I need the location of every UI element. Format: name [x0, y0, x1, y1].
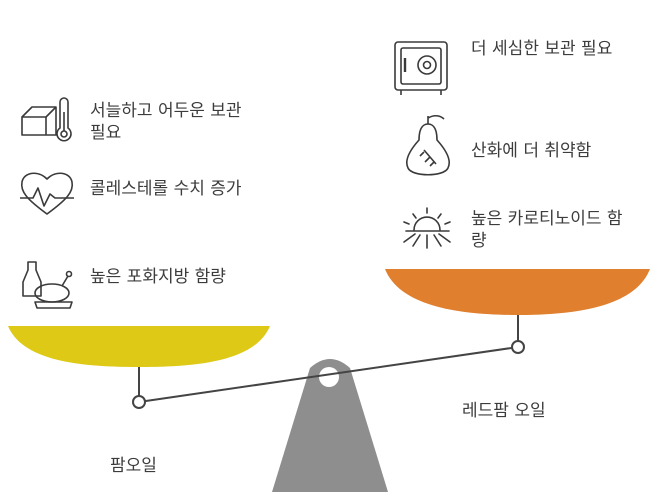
sunrise-icon — [403, 207, 451, 249]
left-item-label-cholesterol: 콜레스테롤 수치 증가 — [90, 179, 242, 199]
right-item-label-carotenoid: 높은 카로티노이드 함량 — [471, 209, 623, 251]
left-item-label-storage: 서늘하고 어두운 보관 필요 — [90, 101, 242, 143]
left-item-label-saturated-fat: 높은 포화지방 함량 — [90, 267, 226, 287]
fulcrum — [272, 359, 388, 492]
fulcrum-pivot — [319, 367, 339, 387]
bottle-chicken-icon — [22, 261, 73, 309]
left-joint — [132, 395, 146, 409]
left-oil-name: 팜오일 — [110, 456, 157, 476]
safe-icon — [394, 41, 448, 95]
right-joint — [511, 340, 525, 354]
right-item-label-storage: 더 세심한 보관 필요 — [471, 39, 613, 59]
left-pan — [8, 326, 270, 367]
damaged-pear-icon — [405, 114, 451, 176]
box-thermometer-icon — [21, 97, 72, 142]
balance-beam — [138, 346, 519, 403]
right-item-label-oxidation: 산화에 더 취약함 — [471, 141, 592, 161]
right-oil-name: 레드팜 오일 — [462, 401, 546, 421]
right-pan — [385, 269, 650, 315]
heart-pulse-icon — [20, 172, 74, 215]
